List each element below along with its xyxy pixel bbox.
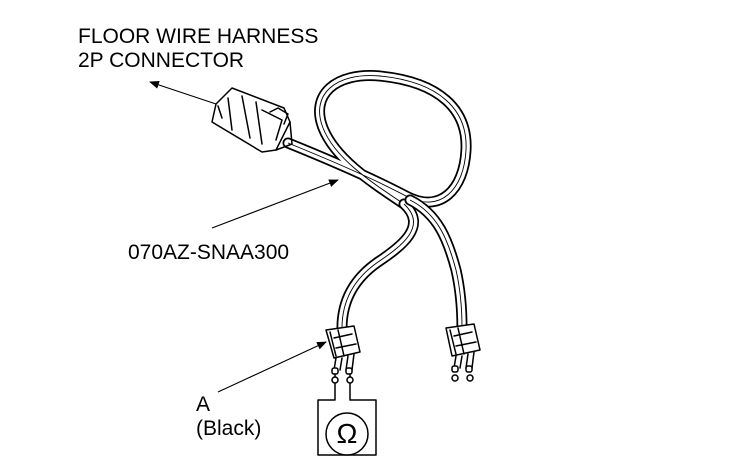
harness-label-line1: FLOOR WIRE HARNESS [78,25,319,48]
connector-a-color: (Black) [196,417,262,440]
connector-right [445,323,481,382]
floor-harness-2p-connector [211,87,293,153]
connector-a-letter: A [196,393,211,416]
wire-harness-cable [282,70,472,334]
harness-leader-arrow [149,81,217,105]
connector-a-black [325,325,361,384]
ohm-symbol: Ω [336,418,358,449]
harness-label-line2: 2P CONNECTOR [78,49,245,72]
part-number-leader-arrow [211,179,339,229]
connector-a-leader-arrow [217,341,327,393]
ohmmeter [317,382,377,456]
part-number-label: 070AZ-SNAA300 [128,241,290,264]
